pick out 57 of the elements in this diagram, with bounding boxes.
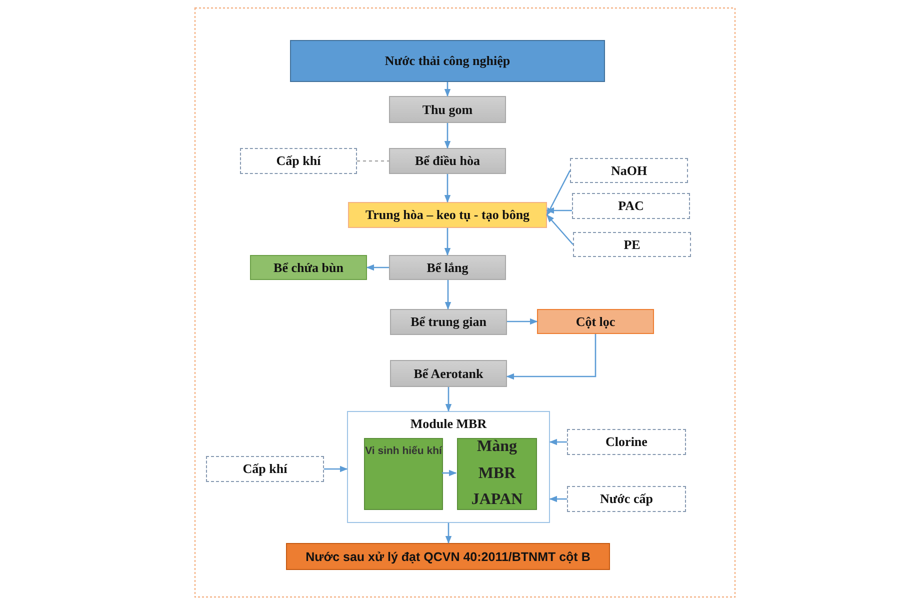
- process-box: [389, 148, 506, 174]
- output-box: [286, 543, 610, 570]
- box-label: Bể Aerotank: [414, 366, 484, 382]
- box-label: PAC: [618, 198, 644, 214]
- sludge-box: [250, 255, 367, 280]
- arrow: [506, 334, 596, 380]
- dashed-connector: [357, 160, 389, 162]
- box-label: Cấp khí: [242, 461, 288, 477]
- box-label: Bể trung gian: [410, 314, 486, 330]
- arrow: [444, 174, 451, 203]
- arrow: [324, 466, 348, 472]
- box-label: Bể chứa bùn: [274, 260, 344, 276]
- box-label: Cấp khí: [276, 153, 321, 169]
- chemical-box: [572, 193, 690, 219]
- process-box: [389, 255, 506, 280]
- process-box: [390, 360, 507, 387]
- arrow: [366, 264, 389, 271]
- process-box: [364, 438, 443, 510]
- arrow: [445, 387, 452, 412]
- input-box: [567, 486, 686, 512]
- input-box: [240, 148, 357, 174]
- box-label: Nước cấp: [600, 491, 653, 507]
- box-label: PE: [624, 236, 640, 252]
- arrow: [546, 170, 571, 216]
- arrow: [549, 496, 567, 502]
- process-box: [348, 202, 547, 228]
- box-label: NaOH: [610, 162, 648, 178]
- chemical-box: [570, 158, 688, 183]
- input-box: [567, 429, 686, 455]
- source-box: [290, 40, 605, 82]
- box-label: Bể lắng: [426, 260, 468, 276]
- box-label: Trung hòa – keo tụ - tạo bông: [365, 207, 530, 223]
- arrow: [444, 82, 451, 97]
- box-label: Nước sau xử lý đạt QCVN 40:2011/BTNMT cột B: [306, 550, 590, 564]
- box-label: Bể điều hòa: [414, 153, 480, 169]
- box-label: Clorine: [606, 434, 648, 450]
- chemical-box: [573, 232, 691, 257]
- process-box: [390, 309, 507, 335]
- process-box: [389, 96, 506, 123]
- box-label: Vi sinh hiếu khí: [365, 445, 442, 457]
- arrow: [442, 470, 457, 476]
- box-label: Nước thải công nghiệp: [384, 53, 510, 69]
- arrow: [546, 214, 574, 245]
- membrane-box: [457, 438, 537, 510]
- module-container: [347, 411, 550, 523]
- arrow: [507, 318, 538, 325]
- arrow: [549, 438, 567, 446]
- arrow: [444, 123, 451, 149]
- box-label: Màng MBR JAPAN: [470, 437, 524, 510]
- arrow: [444, 228, 451, 256]
- arrow: [445, 523, 452, 544]
- module-heading: Module MBR: [409, 416, 488, 432]
- box-label: Thu gom: [422, 102, 473, 118]
- arrow: [444, 280, 452, 310]
- box-label: Cột lọc: [576, 314, 616, 330]
- input-box: [206, 456, 324, 482]
- filter-box: [537, 309, 654, 334]
